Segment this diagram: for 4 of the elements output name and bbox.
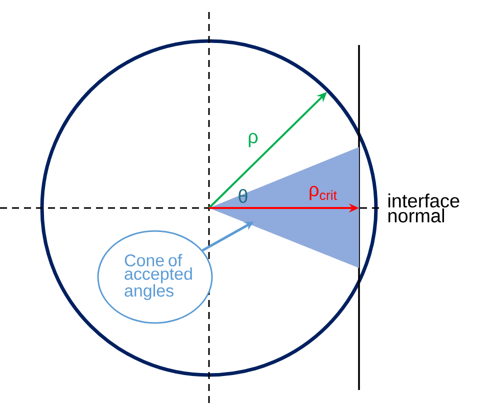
cone-triangle [209,147,359,268]
vector-label: ρ [248,132,258,148]
vector-label: ρ$_{crit}$ [310,186,337,200]
vector-label: interface normal [388,194,460,222]
